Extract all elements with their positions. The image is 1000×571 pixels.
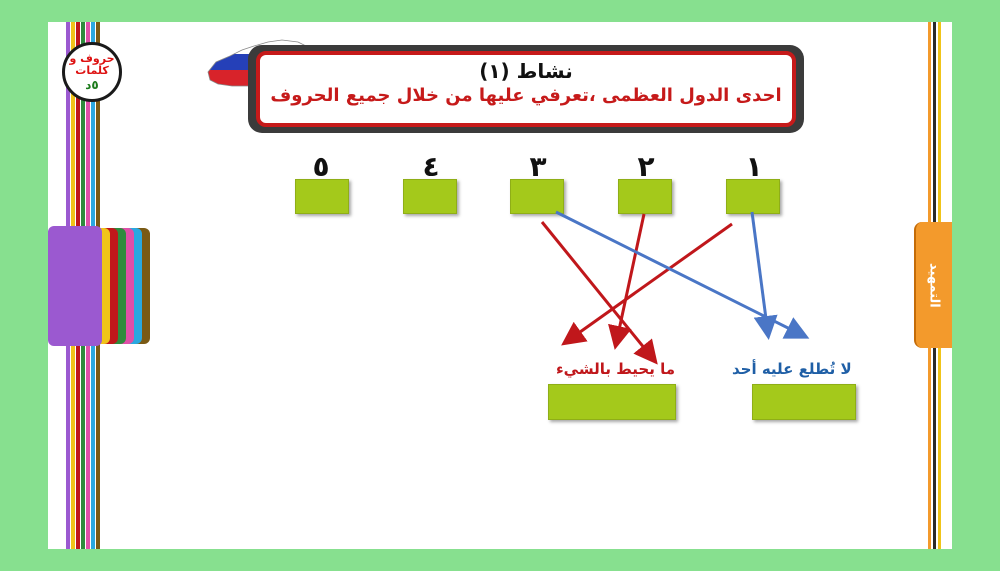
- letter-box-3[interactable]: [510, 179, 564, 214]
- intro-side-tab[interactable]: التمهيد: [914, 222, 952, 348]
- badge-line-3: ٥د: [85, 78, 99, 92]
- badge-line-1: حروف و: [69, 52, 115, 65]
- letter-box-2[interactable]: [618, 179, 672, 214]
- letter-number-1: ١: [745, 150, 763, 183]
- letter-number-3: ٣: [529, 150, 547, 183]
- arrow-box1-to-left-clue: [561, 222, 733, 346]
- activity-banner: نشاط (١) احدى الدول العظمى ،تعرفي عليها …: [248, 45, 804, 133]
- letter-number-5: ٥: [312, 150, 330, 183]
- letter-box-5[interactable]: [295, 179, 349, 214]
- letter-number-2: ٢: [637, 150, 655, 183]
- letter-number-4: ٤: [422, 150, 440, 183]
- activity-title: نشاط (١): [479, 59, 573, 83]
- activity-instruction: احدى الدول العظمى ،تعرفي عليها من خلال ج…: [270, 85, 782, 106]
- intro-side-tab-label: التمهيد: [926, 262, 942, 308]
- connector-arrows: [540, 210, 810, 365]
- logo-badge: حروف و كلمات ٥د: [62, 42, 122, 102]
- activity-banner-inner: نشاط (١) احدى الدول العظمى ،تعرفي عليها …: [256, 51, 796, 127]
- slide-canvas: حروف و كلمات ٥د نشاط (١) احدى الدول العظ…: [48, 22, 952, 549]
- arrow-box3-to-left-clue: [540, 221, 658, 365]
- letter-box-4[interactable]: [403, 179, 457, 214]
- clue-right: لا تُطلع عليه أحد: [732, 360, 852, 378]
- badge-line-2: كلمات: [75, 64, 109, 77]
- clue-left: ما يحيط بالشيء: [556, 360, 675, 378]
- arrow-box1-to-right-clue: [750, 211, 778, 340]
- index-tab-purple[interactable]: [48, 226, 102, 346]
- answer-box-right[interactable]: [752, 384, 856, 420]
- arrow-box2-to-left-clue: [608, 213, 646, 350]
- answer-box-left[interactable]: [548, 384, 676, 420]
